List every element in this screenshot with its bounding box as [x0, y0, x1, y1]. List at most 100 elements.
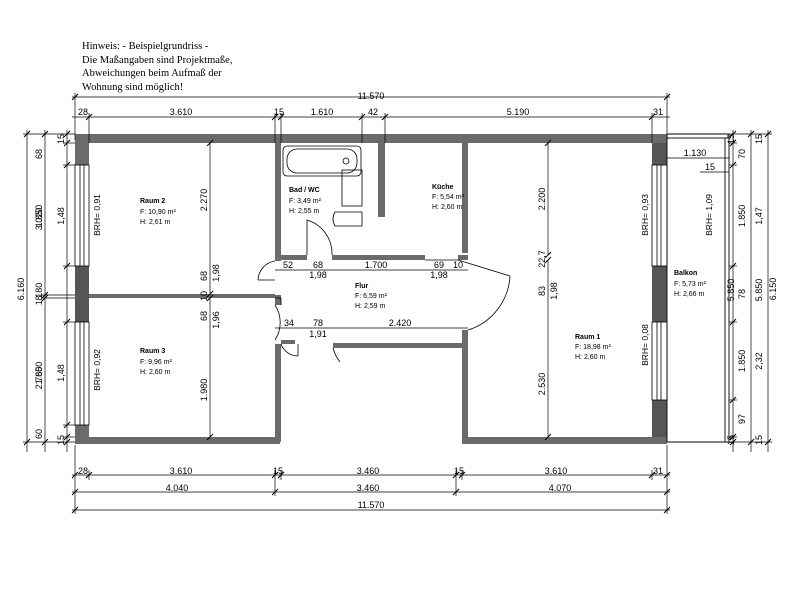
dim-right-c1-4: 78: [737, 289, 747, 299]
dim-right-c3-3: 15: [754, 435, 764, 445]
dim-bottom-r1-7: 31: [653, 466, 663, 476]
dim-wall-1-96: 1,96: [211, 311, 221, 329]
pier-right-bottom: [652, 400, 667, 437]
raum1-name: Raum 1: [575, 334, 600, 341]
doors: [257, 219, 511, 363]
dim-right-c1-6: 97: [737, 414, 747, 424]
brh-raum1-bottom: BRH= 0,08: [640, 324, 650, 366]
flur-height: H: 2,59 m: [355, 303, 386, 310]
dim-bottom-r1-6: 3.610: [545, 466, 568, 476]
dim-right-c3-1: 15: [754, 134, 764, 144]
dim-top-seg-4: 1.610: [311, 107, 334, 117]
dim-wall-1-98: 1,98: [211, 264, 221, 282]
pier-right-top: [652, 143, 667, 165]
balkon-height: H: 2,66 m: [674, 291, 705, 298]
bath-fixtures: [332, 169, 363, 227]
brh-raum2: BRH= 0,91: [92, 194, 102, 236]
note-line-2: Die Maßangaben sind Projektmaße,: [82, 54, 233, 66]
dim-flur-bottom-sub: 1,91: [309, 329, 327, 339]
dim-flur-top-5: 10: [453, 260, 463, 270]
wall-bad-bottom-a: [281, 255, 307, 260]
outer-wall-bottom-right: [462, 437, 667, 444]
raum3-name: Raum 3: [140, 348, 165, 355]
brh-raum3: BRH= 0,92: [92, 349, 102, 391]
dim-raum2-height: 2.270: [199, 189, 209, 212]
dim-left-inner-3: 2.760: [34, 367, 44, 390]
dim-bottom-r1-1: 28: [78, 466, 88, 476]
dim-raum1-height: 2.530: [537, 373, 547, 396]
wall-flur-stub: [281, 340, 295, 344]
outer-wall-bottom-left: [75, 437, 280, 444]
dim-flur-top-1: 52: [283, 260, 293, 270]
note-line-4: Wohnung sind möglich!: [82, 81, 184, 93]
wall-kueche-raum1: [462, 143, 468, 253]
dim-right-c1-7: 15: [726, 435, 736, 445]
dim-right-c1-1: 15: [726, 134, 736, 144]
kueche-height: H: 2,60 m: [432, 204, 463, 211]
outer-wall-top: [75, 134, 667, 143]
dim-flur-top-3: 1.700: [365, 260, 388, 270]
dim-right-sub-2: 2,32: [754, 352, 764, 370]
dim-top-seg-6: 5.190: [507, 107, 530, 117]
dim-right-c4: 6.150: [768, 278, 778, 301]
dim-left-overall: 6.160: [16, 278, 26, 301]
dim-left-outer-7: 15: [56, 435, 66, 445]
dim-left-outer-6: 60: [34, 429, 44, 439]
wall-raum2-bad: [275, 143, 281, 261]
wall-stub-1: [275, 295, 281, 305]
dim-left-a: 1.850: [34, 205, 44, 228]
dim-top-seg-2: 3.610: [170, 107, 193, 117]
dim-bottom-r1-5: 15: [454, 466, 464, 476]
dim-right-c1-3: 1.850: [737, 205, 747, 228]
wall-flur-bottom: [333, 343, 462, 348]
window-raum2: [74, 164, 90, 267]
dim-flur-bottom-1: 34: [284, 318, 294, 328]
wall-bad-bottom-b: [332, 255, 385, 260]
disclaimer-note: Hinweis: - Beispielgrundriss - Die Maßan…: [82, 40, 282, 94]
raum2-area: F: 10,90 m²: [140, 209, 176, 216]
dim-left-outer-2: 68: [34, 149, 44, 159]
balkon-name: Balkon: [674, 270, 697, 277]
dim-left-b: 1.180: [34, 283, 44, 306]
dimension-lines: [23, 93, 772, 514]
dim-top-seg-7: 31: [653, 107, 663, 117]
balcony: [666, 133, 730, 443]
bad-area: F: 3,49 m²: [289, 198, 322, 205]
dim-bottom-r2-1: 4.040: [166, 483, 189, 493]
dim-left-outer-1: 15: [56, 134, 66, 144]
bad-height: H: 2,55 m: [289, 208, 320, 215]
dim-right-c2-visible: 5.850: [726, 279, 736, 302]
kueche-name: Küche: [432, 184, 454, 191]
dim-right-mid-2: 83: [537, 286, 547, 296]
dim-wall-68: 68: [199, 271, 209, 281]
dim-right-c1-2: 70: [737, 149, 747, 159]
raum2-height: H: 2,61 m: [140, 219, 171, 226]
dim-kueche-height: 2.200: [537, 188, 547, 211]
bathtub: [282, 145, 362, 177]
wall-raum2-raum3: [89, 294, 275, 298]
raum3-area: F: 9,96 m²: [140, 359, 173, 366]
kueche-area: F: 5,54 m²: [432, 194, 465, 201]
dim-top-overall: 11.570: [358, 91, 385, 101]
dim-flur-bottom-3: 2.420: [389, 318, 412, 328]
window-raum1-bottom: [651, 321, 668, 401]
raum1-area: F: 18,98 m²: [575, 344, 611, 351]
dim-left-inner-1: 3.020: [34, 208, 44, 231]
dim-wall-68b: 68: [199, 311, 209, 321]
dim-flur-top-2: 68: [313, 260, 323, 270]
dim-top-seg-5: 42: [368, 107, 378, 117]
note-line-1: Hinweis: - Beispielgrundriss -: [82, 41, 209, 52]
wall-flur-raum1: [462, 330, 468, 442]
dim-bottom-r1-4: 3.460: [357, 466, 380, 476]
walls: [75, 134, 667, 444]
flur-name: Flur: [355, 283, 368, 290]
dim-flur-top-4: 69: [434, 260, 444, 270]
raum3-height: H: 2,60 m: [140, 369, 171, 376]
dim-left-c: 1.850: [34, 362, 44, 385]
dim-left-sub-2: 1,48: [56, 364, 66, 382]
raum2-name: Raum 2: [140, 198, 165, 205]
brh-labels: BRH= 0,91 BRH= 0,92 BRH= 0,93 BRH= 0,08 …: [92, 194, 714, 391]
dimension-labels: 11.570 28 3.610 15 1.610 42 5.190 31 28 …: [16, 91, 778, 510]
dim-right-sub-1: 1,47: [754, 207, 764, 225]
window-piers: [75, 143, 667, 437]
